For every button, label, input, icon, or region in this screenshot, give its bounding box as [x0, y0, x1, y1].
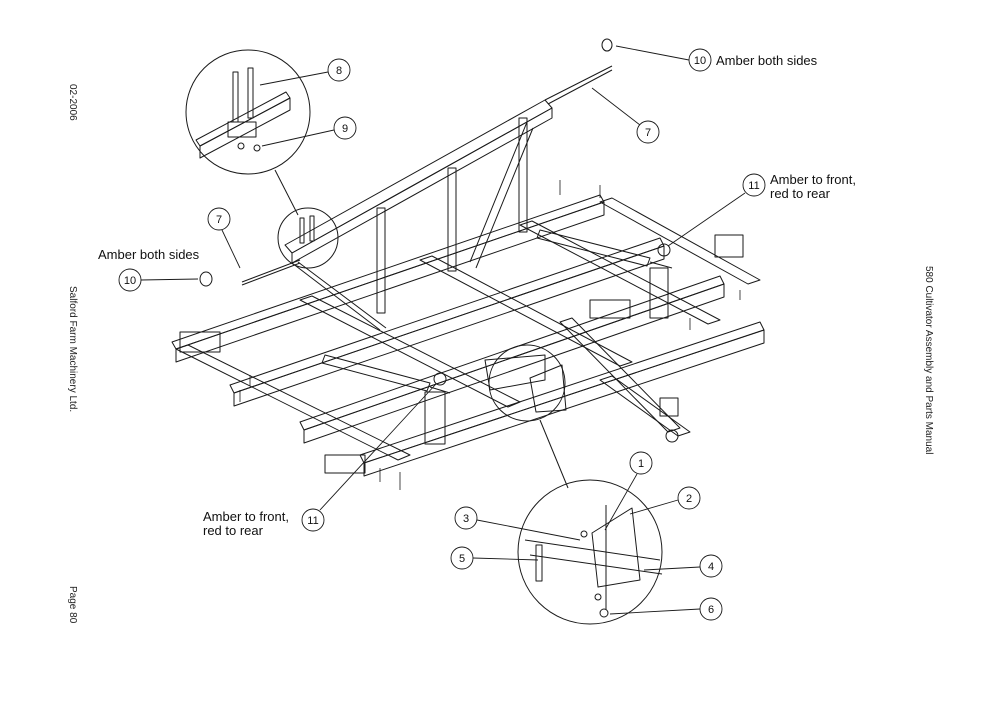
callout-1: 1 [638, 458, 644, 470]
detail-small [277, 207, 339, 269]
callout-10-left: 10 [124, 275, 136, 287]
callout-8: 8 [336, 65, 342, 77]
note-amber-front-red-rear-bottom-line1: Amber to front, [203, 509, 289, 524]
callout-7-top: 7 [645, 127, 651, 139]
detail-view-bottom [488, 344, 663, 625]
callout-5: 5 [459, 553, 465, 565]
lamps [199, 38, 671, 386]
callout-4: 4 [708, 561, 714, 573]
note-amber-front-red-rear-right-line1: Amber to front, [770, 172, 856, 187]
note-amber-both-sides-top: Amber both sides [716, 53, 818, 68]
callout-2: 2 [686, 493, 692, 505]
callout-circles [118, 45, 766, 621]
light-bar-frame [241, 65, 613, 331]
callout-11-right: 11 [748, 180, 759, 192]
main-frame [171, 194, 765, 477]
callout-11-bottom: 11 [307, 515, 318, 527]
hydraulic-rams [321, 229, 673, 394]
callout-9: 9 [342, 123, 348, 135]
note-amber-front-red-rear-right-line2: red to rear [770, 186, 831, 201]
callout-3: 3 [463, 513, 469, 525]
note-amber-front-red-rear-bottom-line2: red to rear [203, 523, 264, 538]
drawbar [484, 317, 691, 443]
detail-view-top [185, 49, 311, 216]
callout-6: 6 [708, 604, 714, 616]
callout-10-top: 10 [694, 55, 706, 67]
note-amber-both-sides-left: Amber both sides [98, 247, 200, 262]
callout-7-left: 7 [216, 214, 222, 226]
